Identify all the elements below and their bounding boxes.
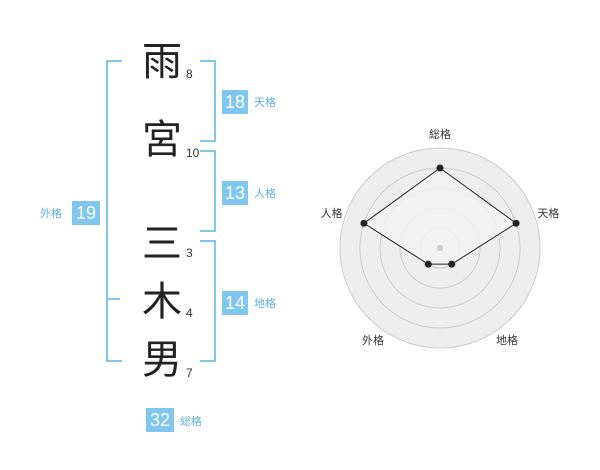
radar-axis-label-1: 天格: [537, 206, 559, 220]
given-name-char-1: 三: [142, 221, 182, 267]
jinkaku-label: 人格: [254, 187, 276, 200]
radar-point-3: [424, 260, 432, 268]
radar-point-4: [360, 219, 368, 227]
radar-grid-ring: [339, 147, 541, 349]
chikaku-label: 地格: [254, 297, 276, 310]
stroke-count-4: 4: [186, 306, 193, 320]
radar-axis-label-4: 人格: [321, 206, 343, 220]
jinkaku-badge: 13: [222, 181, 248, 205]
surname-char-2: 宮: [142, 117, 182, 163]
stroke-count-2: 10: [186, 146, 200, 160]
gaikaku-label: 外格: [40, 207, 62, 220]
radar-point-0: [436, 164, 444, 172]
radar-axis-label-0: 総格: [429, 127, 451, 141]
stroke-count-3: 3: [186, 246, 193, 260]
radar-axis-label-3: 外格: [362, 333, 384, 347]
stroke-count-5: 7: [186, 366, 193, 380]
soukaku-badge: 32: [146, 408, 174, 432]
gaikaku-bracket: [106, 60, 122, 362]
tenkaku-label: 天格: [254, 96, 276, 109]
given-name-char-2: 木: [142, 279, 182, 325]
radar-point-2: [448, 260, 456, 268]
tenkaku-badge: 18: [222, 90, 248, 114]
radar-center-point: [437, 245, 443, 251]
gaikaku-bracket-tick: [106, 298, 120, 300]
chikaku-bracket: [200, 240, 216, 362]
surname-char-1: 雨: [142, 39, 182, 85]
given-name-char-3: 男: [142, 337, 182, 383]
radar-point-1: [512, 219, 520, 227]
gaikaku-badge: 19: [72, 201, 100, 225]
jinkaku-bracket: [200, 150, 216, 232]
radar-axis-label-2: 地格: [496, 333, 518, 347]
radar-score-polygon: [363, 167, 517, 265]
soukaku-label: 総格: [180, 415, 202, 428]
chikaku-badge: 14: [222, 291, 248, 315]
tenkaku-bracket: [200, 60, 216, 142]
stroke-count-1: 8: [186, 67, 193, 81]
